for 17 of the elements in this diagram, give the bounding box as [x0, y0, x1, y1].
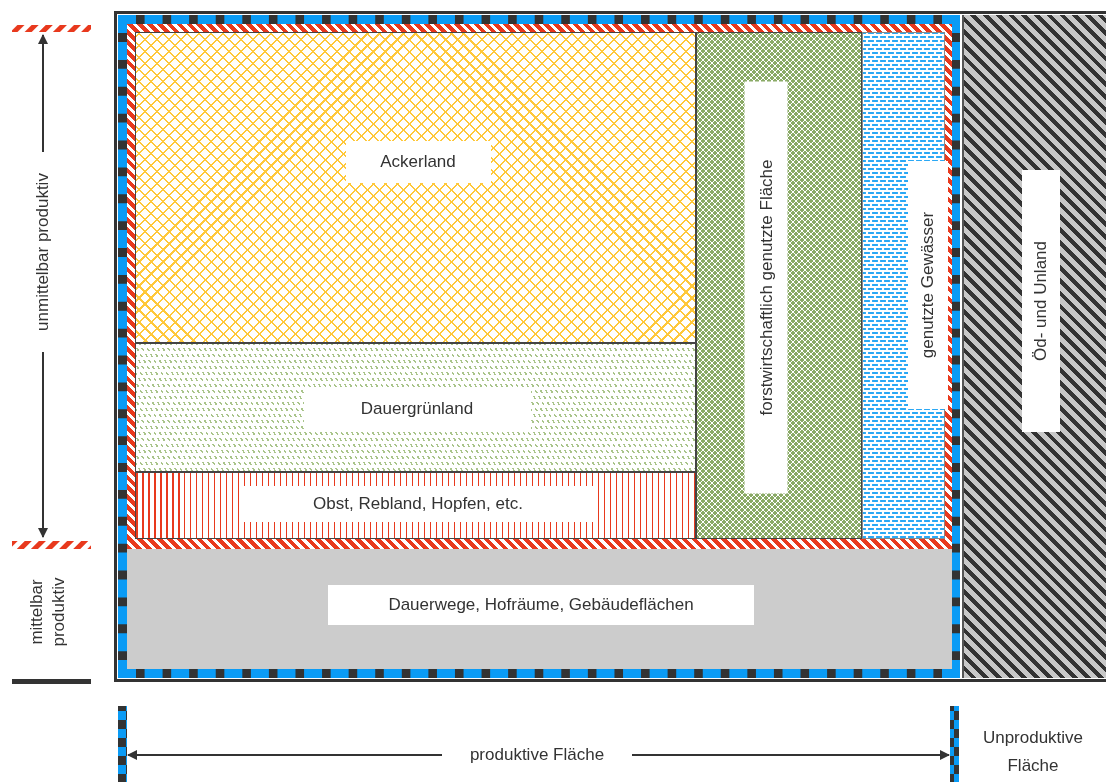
dimension-label: mittelbar produktiv: [26, 576, 69, 649]
frame: [118, 15, 960, 678]
hatched-area: [135, 472, 696, 539]
hatched-area: [127, 549, 952, 669]
area-label: Öd- und Unland: [1022, 170, 1060, 432]
dimension-label: Unproduktive Fläche: [981, 727, 1085, 777]
hatched-area: [696, 32, 862, 539]
area-label: forstwirtschaftlich genutzte Fläche: [744, 81, 788, 493]
area-label: genutzte Gewässer: [908, 161, 948, 409]
frame: [127, 24, 952, 549]
hatched-area: [962, 15, 1106, 678]
area-label: Ackerland: [345, 141, 491, 183]
hatched-area: [135, 32, 696, 343]
area-label: Dauergrünland: [303, 389, 531, 429]
hatched-area: [135, 343, 696, 472]
hatched-area: [862, 32, 945, 539]
area-label: Dauerwege, Hofräume, Gebäudeflächen: [328, 585, 754, 625]
